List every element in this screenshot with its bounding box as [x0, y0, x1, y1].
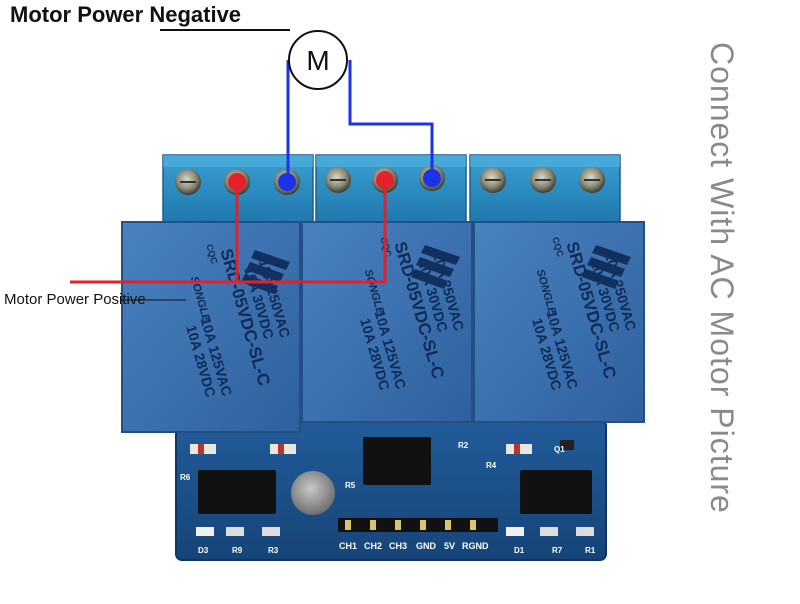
terminal-screws	[175, 165, 605, 195]
pcb-label-r5: R5	[345, 481, 356, 490]
pcb-label-r2: R2	[458, 441, 469, 450]
pcb-label-r3: R3	[268, 546, 279, 555]
pcb-label-r6: R6	[180, 473, 191, 482]
relay-logos	[241, 245, 631, 294]
motor-symbol	[288, 30, 348, 90]
motor-positive-label: Motor Power Positive	[4, 291, 146, 308]
motor-negative-label: Motor Power Negative	[10, 2, 242, 27]
negative-wires	[286, 60, 434, 182]
pin-label-ch1: CH1	[339, 541, 357, 551]
pcb-label-r4: R4	[486, 461, 497, 470]
pin-label-ch2: CH2	[364, 541, 382, 551]
pin-label-ch3: CH3	[389, 541, 407, 551]
pin-label-5v: 5V	[444, 541, 455, 551]
side-caption: Connect With AC Motor Picture	[700, 42, 740, 582]
pin-label-rgnd: RGND	[462, 541, 489, 551]
positive-wires	[70, 180, 387, 284]
pcb-components	[190, 437, 594, 536]
pcb-label-d1: D1	[514, 546, 525, 555]
pcb-label-r7: R7	[552, 546, 563, 555]
pcb-board	[176, 420, 606, 560]
reset-button	[291, 471, 335, 515]
terminal-dots	[228, 169, 441, 191]
pcb-label-d3: D3	[198, 546, 209, 555]
motor-symbol-letter: M	[306, 45, 329, 76]
pcb-label-r9: R9	[232, 546, 243, 555]
side-caption-text: Connect With AC Motor Picture	[704, 42, 740, 514]
pin-label-gnd: GND	[416, 541, 437, 551]
pcb-label-q1: Q1	[554, 445, 565, 454]
pcb-label-r1: R1	[585, 546, 596, 555]
